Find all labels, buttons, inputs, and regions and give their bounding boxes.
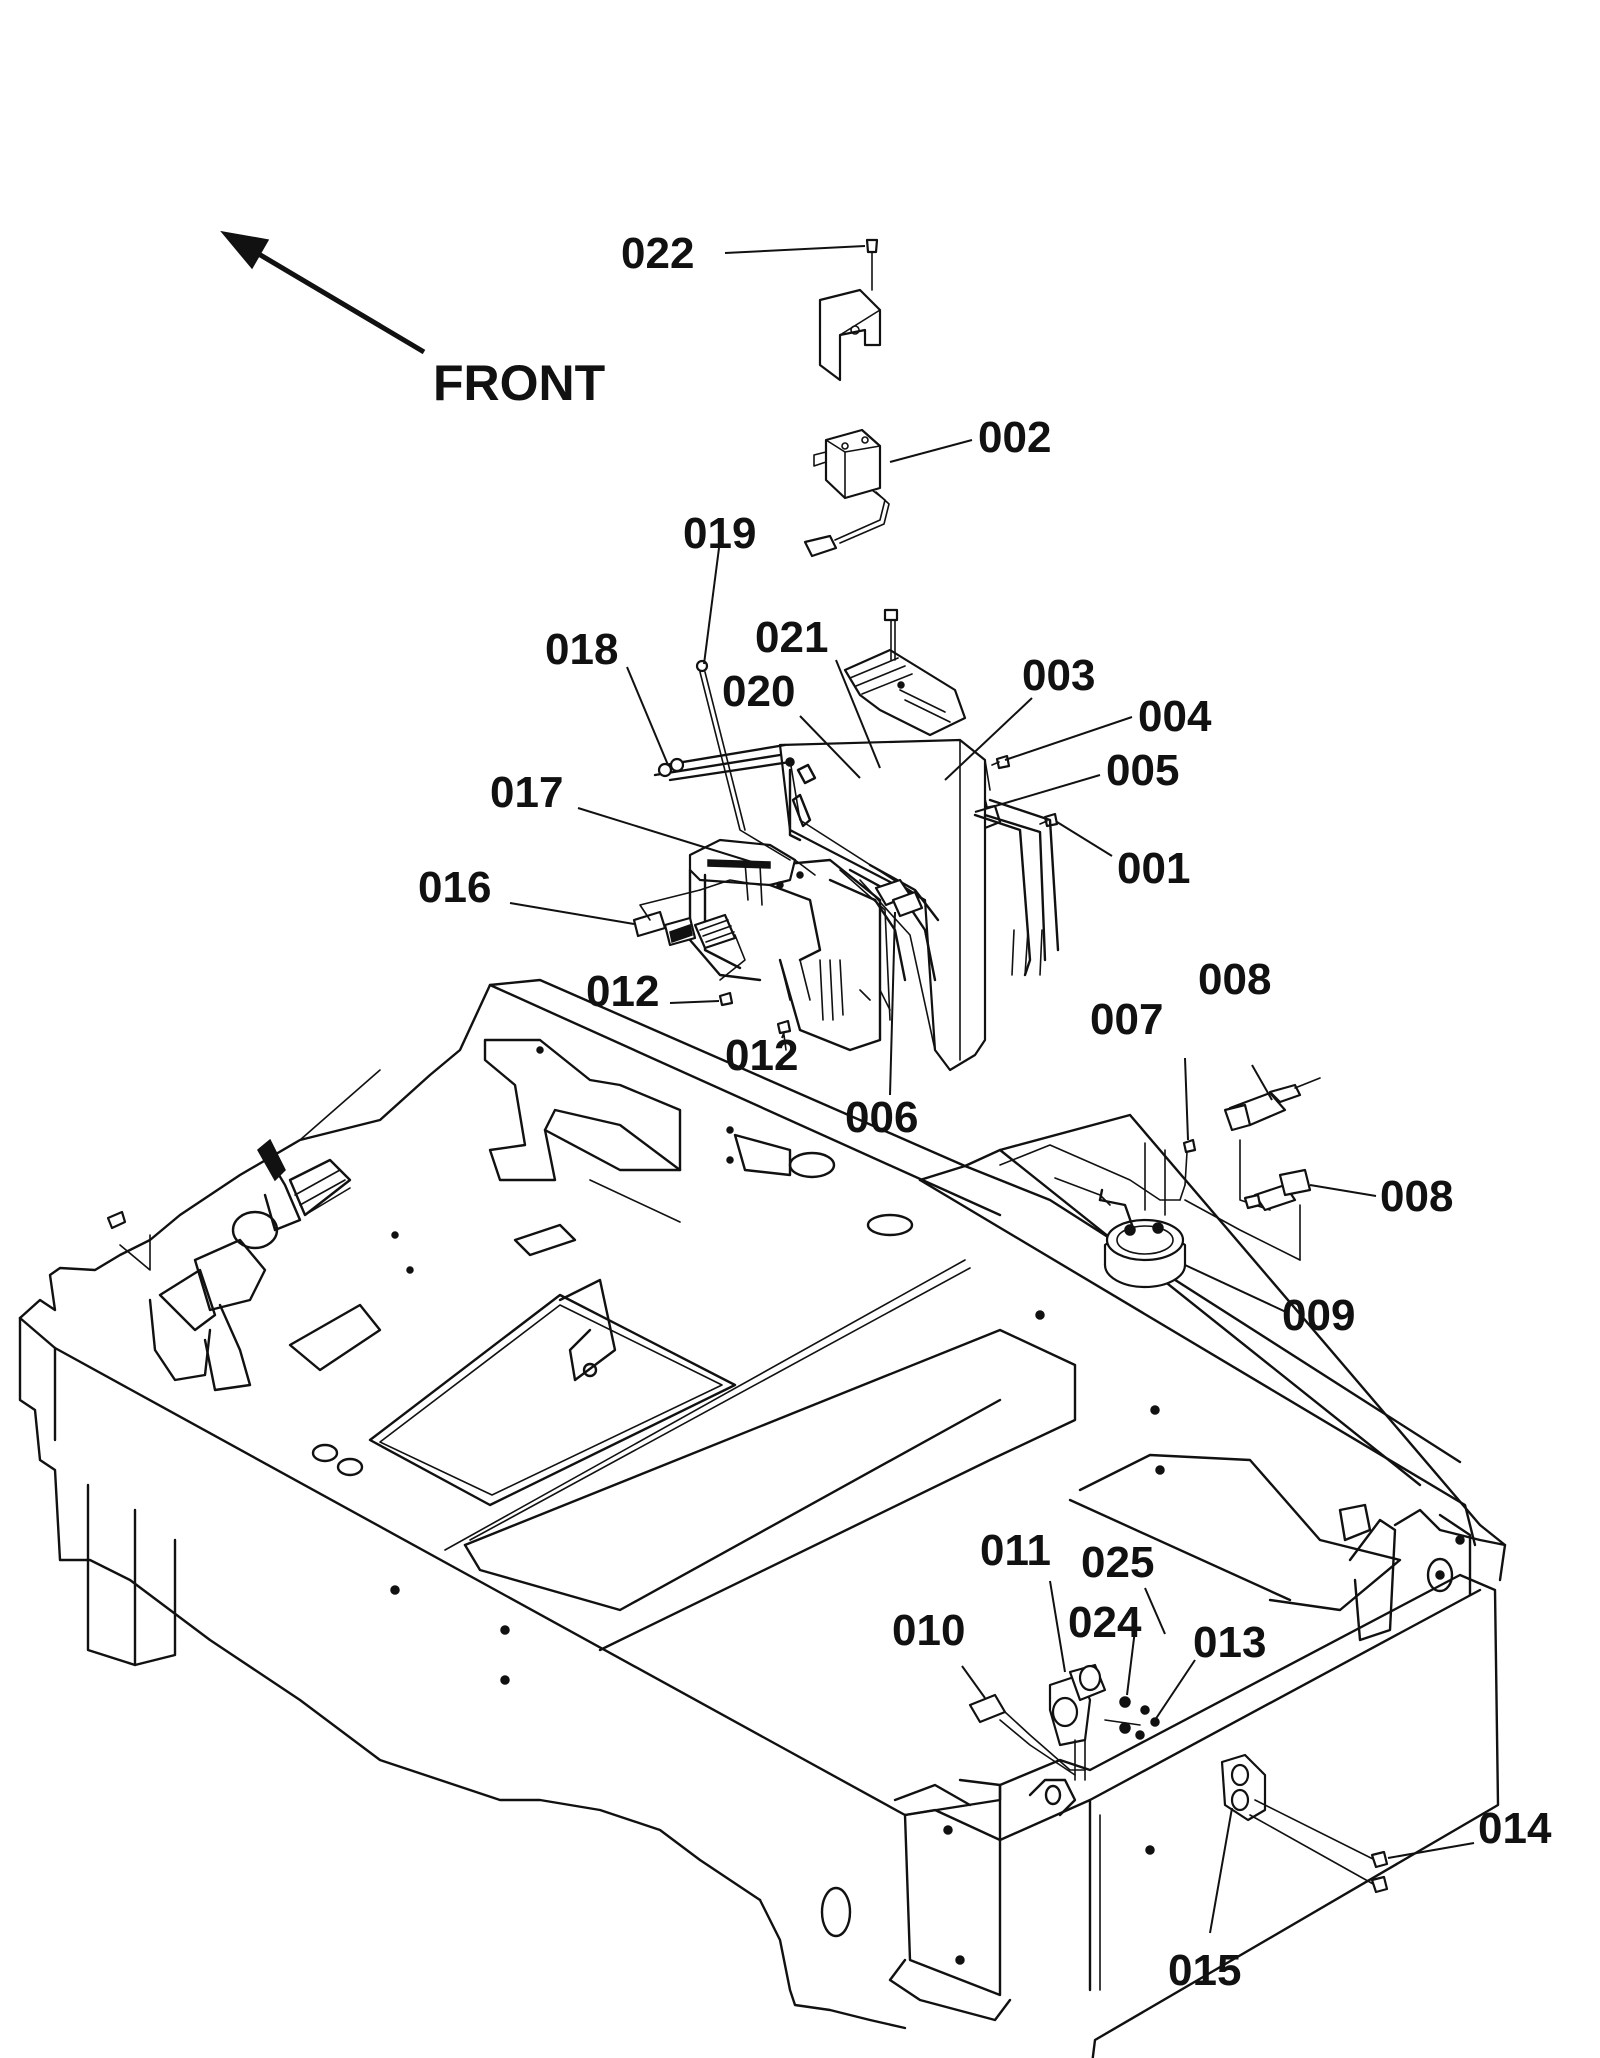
callout-019: 019 — [683, 509, 756, 558]
callout-017: 017 — [490, 768, 563, 817]
callout-005: 005 — [1106, 746, 1179, 795]
switch-002 — [803, 238, 890, 558]
callout-016: 016 — [418, 863, 491, 912]
callout-012-right: 012 — [725, 1031, 798, 1080]
hitch-bracket — [1220, 1753, 1389, 1894]
callout-002: 002 — [978, 413, 1051, 462]
callout-025: 025 — [1081, 1538, 1154, 1587]
callout-015: 015 — [1168, 1946, 1241, 1995]
callout-007: 007 — [1090, 995, 1163, 1044]
callout-004: 004 — [1138, 692, 1212, 741]
front-arrow — [220, 230, 426, 355]
callout-011: 011 — [980, 1526, 1051, 1575]
callout-020: 020 — [722, 667, 795, 716]
horn-assembly — [999, 1077, 1321, 1289]
callout-022: 022 — [621, 229, 694, 278]
leader-lines — [509, 245, 1475, 1934]
callout-008-lower: 008 — [1380, 1172, 1453, 1221]
callout-008-upper: 008 — [1198, 955, 1271, 1004]
callout-003: 003 — [1022, 651, 1095, 700]
callout-010: 010 — [892, 1606, 965, 1655]
callout-001: 001 — [1117, 844, 1190, 893]
callout-labels: 022 002 019 018 021 020 003 004 005 001 … — [418, 229, 1552, 1995]
callout-018: 018 — [545, 625, 618, 674]
front-label: FRONT — [433, 355, 605, 411]
callout-012-left: 012 — [586, 967, 659, 1016]
callout-009: 009 — [1282, 1291, 1355, 1340]
bracket-assembly — [632, 608, 1060, 1072]
callout-024: 024 — [1068, 1598, 1142, 1647]
main-frame — [18, 978, 1507, 2058]
callout-013: 013 — [1193, 1618, 1266, 1667]
callout-014: 014 — [1478, 1804, 1552, 1853]
left-hose-assembly — [106, 1069, 381, 1392]
callout-006: 006 — [845, 1093, 918, 1142]
callout-021: 021 — [755, 613, 828, 662]
rear-harness — [968, 1663, 1160, 1781]
